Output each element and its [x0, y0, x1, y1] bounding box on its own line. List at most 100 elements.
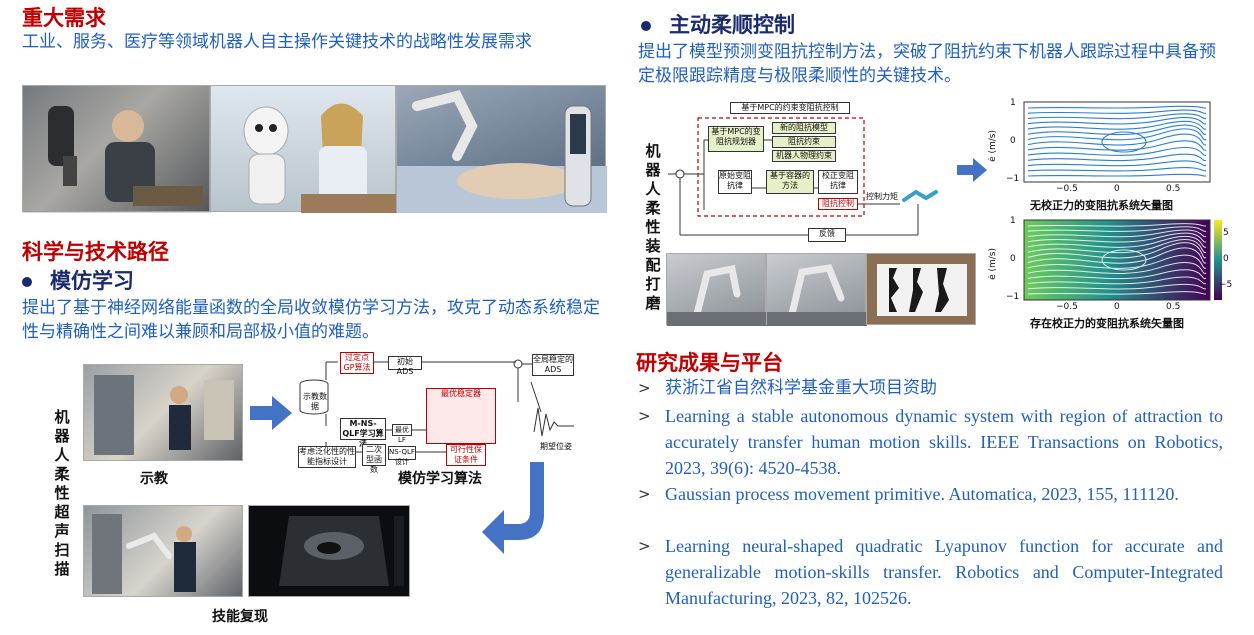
streamline — [1027, 160, 1207, 167]
vf2-plot — [1023, 219, 1211, 301]
vf2-cbar-mid: 0 — [1223, 254, 1229, 264]
diagram-box-lf: 最优LF — [392, 424, 412, 444]
major-needs-text: 工业、服务、医疗等领域机器人自主操作关键技术的战略性发展需求 — [22, 32, 532, 52]
compliance-control-diagram: 基于MPC的约束变阻抗控制 基于MPC的变阻抗规划器 新的阻抗模型 阻抗约束 机… — [668, 100, 940, 250]
assembly-robot-illustration — [667, 264, 767, 326]
workpiece-illustration — [877, 264, 967, 316]
diagram-connectors — [299, 359, 574, 453]
vf1-caption: 无校正力的变阻抗系统矢量图 — [1030, 199, 1173, 212]
result-item-text: Learning a stable autonomous dynamic sys… — [665, 406, 1223, 478]
streamline — [1027, 291, 1207, 295]
vf2-ytick-mid: 0 — [1010, 254, 1016, 264]
tech-route-title: 科学与技术路径 — [22, 240, 169, 264]
photo-demonstration — [83, 364, 243, 461]
imitation-title-row: 模仿学习 — [22, 265, 134, 295]
chevron-right-icon: > — [638, 485, 651, 503]
assembly-robot-illustration — [767, 264, 867, 326]
vf1-xtick-right: 0.5 — [1166, 184, 1181, 194]
diagram-box-design: 考虑泛化性的性能指标设计 — [298, 446, 356, 468]
bullet-dot — [641, 21, 651, 31]
streamline — [1027, 109, 1207, 114]
diagram-box-nsq: NS-QLF设计 — [388, 446, 416, 466]
result-item-text: Learning neural-shaped quadratic Lyapuno… — [665, 536, 1223, 608]
caption-algorithm: 模仿学习算法 — [398, 471, 482, 487]
streamline — [1027, 254, 1207, 269]
diagram-box-torque: 控制力矩 — [866, 192, 898, 201]
chevron-right-icon: > — [638, 537, 651, 555]
result-item-paper-2: > Gaussian process movement primitive. A… — [638, 481, 1223, 507]
industrial-robot-illustration — [23, 86, 211, 213]
compliance-title: 主动柔顺控制 — [669, 13, 795, 37]
vf2-ytick-top: 1 — [1010, 216, 1016, 226]
streamline — [1027, 226, 1207, 232]
photo-assembly-1 — [666, 253, 767, 326]
streamline — [1027, 153, 1207, 162]
streamline — [1027, 124, 1207, 136]
streamline — [1027, 235, 1207, 248]
streamline — [1027, 242, 1207, 259]
photo-reproduction-robot — [83, 505, 243, 597]
photo-service-robot — [210, 85, 397, 213]
streamline — [1027, 120, 1207, 130]
diagram-signal-curve — [533, 407, 574, 437]
compliance-text: 提出了模型预测变阻抗控制方法，突破了阻抗约束下机器人跟踪过程中具备预定极限跟踪精… — [638, 42, 1216, 86]
diagram-cylinder — [299, 379, 329, 415]
compliance-vertical-label: 机器人柔性装配打磨 — [645, 142, 661, 312]
demonstration-illustration — [94, 375, 234, 455]
streamline — [1027, 232, 1207, 243]
streamline-swirl — [1101, 249, 1147, 271]
vf1-xtick-mid: 0 — [1114, 184, 1120, 194]
streamline — [1027, 239, 1207, 254]
chevron-right-icon: > — [638, 407, 651, 425]
diagram-box-constraint: 阻抗约束 — [772, 136, 836, 148]
vf1-plot — [1023, 101, 1211, 183]
diagram-box-new-model: 新的阻抗模型 — [772, 122, 836, 134]
photo-medical-robot — [396, 85, 607, 213]
streamline — [1027, 146, 1207, 156]
streamline — [1027, 247, 1207, 264]
streamline — [1027, 269, 1207, 280]
diagram-box-mns: M-NS-QLF学习算法 — [340, 418, 386, 448]
streamline — [1027, 105, 1207, 109]
streamline — [1027, 283, 1207, 290]
major-needs-title: 重大需求 — [22, 6, 106, 30]
diagram-box-phys: 机器人物理约束 — [772, 150, 836, 162]
diagram-box-init: 初始ADS — [388, 356, 422, 376]
photo-assembly-2 — [766, 253, 867, 326]
diagram-box-imp-ctrl: 阻抗控制 — [818, 198, 858, 210]
photo-ultrasound-image — [248, 505, 410, 597]
streamline — [1027, 113, 1207, 120]
result-item-paper-3: > Learning neural-shaped quadratic Lyapu… — [638, 533, 1223, 611]
vf2-xtick-right: 0.5 — [1166, 302, 1181, 312]
diagram-box-feas: 可行性保证条件 — [446, 444, 486, 466]
vf2-ylabel: ė (m/s) — [988, 248, 998, 280]
result-item-funding: > 获浙江省自然科学基金重大项目资助 — [638, 375, 1223, 401]
vf2-ytick-bottom: −1 — [1006, 292, 1020, 302]
diagram-box-gp: 过定点GP算法 — [340, 352, 374, 374]
diagram-box-orig: 原始变阻抗律 — [718, 170, 752, 194]
diagram-box-feedback: 反馈 — [808, 228, 846, 242]
reproduction-illustration — [92, 514, 196, 594]
imitation-algorithm-diagram: 过定点GP算法 初始ADS 全局稳定的ADS 示教数据 最优稳定器 M-NS-Q… — [296, 352, 582, 474]
diagram-box-container: 基于容器的方法 — [766, 170, 814, 194]
vf2-xtick-left: −0.5 — [1056, 302, 1078, 312]
arrow-right-icon — [250, 396, 292, 430]
imitation-title: 模仿学习 — [50, 269, 134, 293]
diagram-box-pos: 期望位姿 — [540, 442, 572, 451]
vf2-cbar-bottom: −5 — [1219, 280, 1233, 290]
streamline-swirl — [1101, 131, 1147, 153]
streamline — [1027, 117, 1207, 125]
vf1-ytick-bottom: −1 — [1006, 174, 1020, 184]
diagram-dashed-frame — [697, 117, 865, 217]
vf2-colorbar — [1214, 220, 1222, 300]
diagram-box-planner: 基于MPC的变阻抗规划器 — [708, 126, 764, 152]
streamline — [1027, 223, 1207, 227]
result-item-text: 获浙江省自然科学基金重大项目资助 — [665, 378, 937, 398]
vf1-ytick-top: 1 — [1010, 98, 1016, 108]
arrow-right-icon — [957, 158, 987, 182]
result-item-paper-1: > Learning a stable autonomous dynamic s… — [638, 403, 1223, 481]
results-title: 研究成果与平台 — [636, 351, 783, 375]
vf1-ytick-mid: 0 — [1010, 136, 1016, 146]
streamline — [1027, 140, 1207, 151]
diagram-box-global: 全局稳定的ADS — [532, 354, 574, 376]
